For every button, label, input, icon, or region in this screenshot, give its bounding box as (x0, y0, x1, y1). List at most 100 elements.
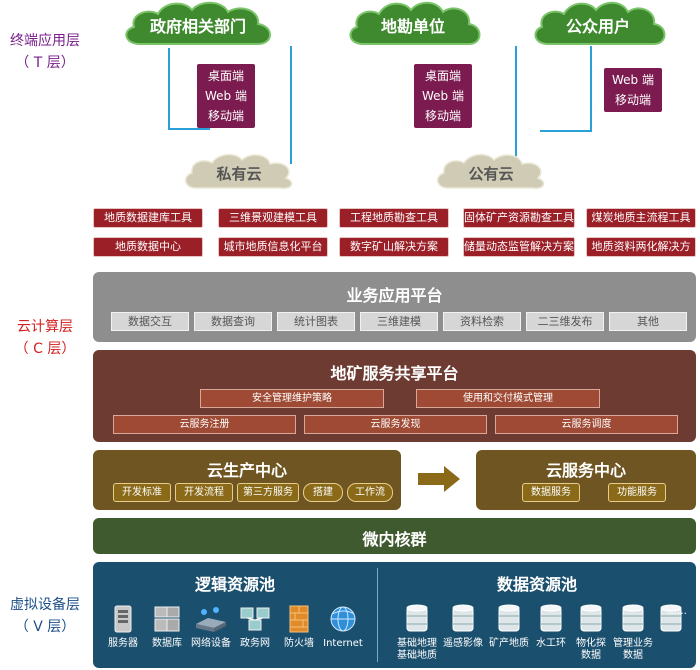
resource-pool-panel: 逻辑资源池 数据资源池 服务器 数据库 网络设备 (93, 562, 696, 668)
database-icon (154, 606, 180, 632)
service-center-chip: 数据服务 (522, 483, 580, 502)
storage-icon (498, 604, 520, 632)
platform-item: 移动端 (424, 109, 461, 123)
logic-pool-label: 防火墙 (284, 638, 314, 649)
service-center-panel: 云服务中心 数据服务 功能服务 (476, 450, 696, 510)
service-platform-panel: 地矿服务共享平台 安全管理维护策略 使用和交付模式管理 云服务注册 云服务发现 … (93, 350, 696, 442)
platform-box-survey: 桌面端 Web 端 移动端 (414, 64, 472, 128)
data-pool-item: 管理业务 数据 (609, 604, 657, 662)
platform-item: 桌面端 (207, 69, 244, 83)
logic-pool-label: Internet (323, 638, 363, 649)
tool-box: 数字矿山解决方案 (339, 237, 449, 257)
business-chip: 统计图表 (277, 312, 355, 331)
tool-box: 固体矿产资源勘查工具 (463, 208, 575, 228)
tool-box: 三维景观建模工具 (218, 208, 328, 228)
cloud-shape-icon (534, 1, 666, 45)
logic-pool-label: 政务网 (240, 638, 270, 649)
platform-item: 移动端 (207, 109, 244, 123)
connector-gov (168, 48, 170, 130)
layer-code: （ C 层） (14, 341, 76, 357)
logic-pool-item-firewall: 防火墙 (275, 604, 323, 650)
production-center-panel: 云生产中心 开发标准 开发流程 第三方服务 搭建 工作流 (93, 450, 401, 510)
tool-box: 煤炭地质主流程工具 (586, 208, 696, 228)
logic-pool-label: 服务器 (108, 638, 138, 649)
tool-box: 地质数据建库工具 (93, 208, 203, 228)
layer-code: （ V 层） (14, 619, 76, 635)
business-chip: 三维建模 (360, 312, 438, 331)
layer-label-virtual: 虚拟设备层 （ V 层） (0, 594, 90, 638)
cloud-shape-icon (349, 1, 481, 45)
user-label: 地勘单位 (380, 17, 445, 36)
platform-item: Web 端 (422, 89, 464, 103)
service-chip: 云服务注册 (113, 415, 296, 434)
user-label: 政府相关部门 (149, 17, 246, 36)
panel-title: 云生产中心 (206, 461, 287, 480)
business-chip: 其他 (609, 312, 687, 331)
internet-globe-icon (330, 606, 356, 632)
platform-box-public: Web 端 移动端 (604, 68, 662, 112)
storage-icon (406, 604, 428, 632)
network-device-icon (196, 607, 226, 632)
data-pool-label: 基础地理 基础地质 (397, 638, 437, 661)
storage-icon (622, 604, 644, 632)
connector-gov-h (168, 128, 210, 130)
connector-public (590, 46, 592, 132)
data-pool-label: 矿产地质 (489, 638, 529, 649)
logic-pool-item-network: 网络设备 (187, 604, 235, 650)
production-chip: 搭建 (303, 483, 343, 502)
data-pool-label: 物化探 数据 (576, 638, 606, 661)
connector-survey-right (515, 46, 517, 162)
pool-divider (377, 568, 378, 662)
service-chip: 使用和交付模式管理 (416, 389, 600, 408)
logic-pool-item-database: 数据库 (143, 604, 191, 650)
microkernel-panel: 微内核群 (93, 518, 696, 554)
production-chip: 开发标准 (113, 483, 171, 502)
platform-item: Web 端 (612, 73, 654, 87)
tool-box: 城市地质信息化平台 (218, 237, 328, 257)
platform-box-gov: 桌面端 Web 端 移动端 (197, 64, 255, 128)
production-chip: 开发流程 (175, 483, 233, 502)
tool-box: 储量动态监管解决方案 (463, 237, 575, 257)
cloud-shape-icon (184, 154, 293, 190)
platform-item: Web 端 (205, 89, 247, 103)
business-chip: 资料检索 (443, 312, 521, 331)
service-center-chip: 功能服务 (608, 483, 666, 502)
logic-pool-item-internet: Internet (319, 604, 367, 650)
data-pool-item: 物化探 数据 (567, 604, 615, 662)
service-chip: 安全管理维护策略 (200, 389, 384, 408)
layer-code: （ T 层） (15, 55, 75, 71)
production-chip: 第三方服务 (237, 483, 299, 502)
service-chip: 云服务调度 (495, 415, 678, 434)
data-pool-title: 数据资源池 (496, 575, 577, 594)
layer-name: 虚拟设备层 (10, 597, 80, 613)
data-pool-label: 遥感影像 (443, 638, 483, 649)
business-chip: 二三维发布 (526, 312, 604, 331)
business-chip: 数据查询 (194, 312, 272, 331)
user-label: 公众用户 (565, 17, 630, 36)
data-pool-item: 矿产地质 (485, 604, 533, 650)
storage-icon (580, 604, 602, 632)
logic-pool-label: 数据库 (152, 638, 182, 649)
panel-title: 云服务中心 (545, 461, 626, 480)
layer-label-terminal: 终端应用层 （ T 层） (0, 30, 90, 74)
business-chip: 数据交互 (111, 312, 189, 331)
logic-pool-item-server: 服务器 (99, 604, 147, 650)
data-pool-item: 基础地理 基础地质 (393, 604, 441, 662)
cloud-label: 私有云 (216, 165, 262, 183)
arrow-right-icon (418, 466, 460, 496)
public-cloud: 公有云 (432, 150, 550, 192)
service-chip: 云服务发现 (304, 415, 487, 434)
user-cloud-survey: 地勘单位 (343, 0, 483, 52)
data-pool-item-more (647, 604, 695, 638)
tool-box: 地质资料两化解决方案 (586, 237, 696, 271)
user-cloud-public: 公众用户 (528, 0, 668, 52)
panel-title: 地矿服务共享平台 (330, 364, 459, 383)
platform-item: 移动端 (614, 93, 651, 107)
layer-label-cloud: 云计算层 （ C 层） (0, 316, 90, 360)
data-pool-label: 管理业务 数据 (613, 638, 653, 661)
data-pool-more-dots: …… (667, 606, 687, 617)
storage-icon (540, 604, 562, 632)
storage-icon (660, 604, 682, 632)
firewall-icon (289, 605, 309, 633)
layer-name: 云计算层 (17, 319, 73, 335)
